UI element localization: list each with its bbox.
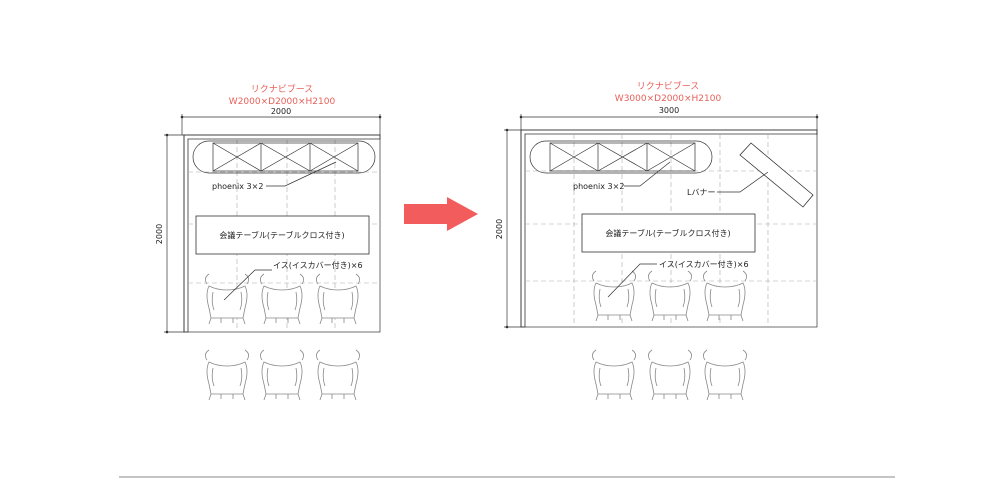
chair-label: イス(イスカバー付き)×6 xyxy=(273,260,363,270)
chair-icon xyxy=(703,270,747,322)
width-dimension-label: 2000 xyxy=(271,107,291,116)
phoenix-panel xyxy=(192,140,376,187)
chair-label: イス(イスカバー付き)×6 xyxy=(659,259,749,269)
depth-dimension: 2000 xyxy=(155,133,184,334)
chair-icon xyxy=(648,270,692,322)
meeting-table-label: 会議テーブル(テーブルクロス付き) xyxy=(219,230,344,240)
booth-title: リクナビブース xyxy=(251,83,314,95)
width-dimension: 2000 xyxy=(180,107,382,135)
booth-after: リクナビブース W3000×D2000×H2100 3000 2000 xyxy=(495,80,819,401)
booth-floor xyxy=(183,134,381,333)
phoenix-panel-label: phoenix 3×2 xyxy=(212,182,263,191)
chair-icon xyxy=(204,273,250,325)
phoenix-panel-label: phoenix 3×2 xyxy=(573,182,624,191)
phoenix-panel xyxy=(529,140,713,187)
chair-icon xyxy=(315,349,361,401)
l-banner xyxy=(717,142,814,208)
chair-icon xyxy=(592,349,636,401)
chair-icon xyxy=(204,349,250,401)
booth-floor xyxy=(520,129,818,328)
depth-dimension-label: 2000 xyxy=(155,224,164,244)
booth-spec: W2000×D2000×H2100 xyxy=(229,97,336,107)
chair-icon xyxy=(315,273,361,325)
chair-icon xyxy=(592,270,636,322)
chair-icon xyxy=(259,349,305,401)
right-arrow-icon xyxy=(404,197,478,231)
booth-spec: W3000×D2000×H2100 xyxy=(615,94,722,104)
width-dimension-label: 3000 xyxy=(659,106,679,115)
depth-dimension-label: 2000 xyxy=(495,219,504,239)
chair-icon xyxy=(648,349,692,401)
chair-icon xyxy=(259,273,305,325)
booth-before: リクナビブース W2000×D2000×H2100 2000 2000 xyxy=(155,83,382,401)
l-banner-label: Lバナー xyxy=(687,188,715,197)
meeting-table xyxy=(581,213,756,253)
meeting-table-label: 会議テーブル(テーブルクロス付き) xyxy=(605,228,730,238)
depth-dimension: 2000 xyxy=(495,128,523,329)
meeting-table xyxy=(195,215,370,255)
chair-icon xyxy=(703,349,747,401)
booth-title: リクナビブース xyxy=(637,80,700,92)
